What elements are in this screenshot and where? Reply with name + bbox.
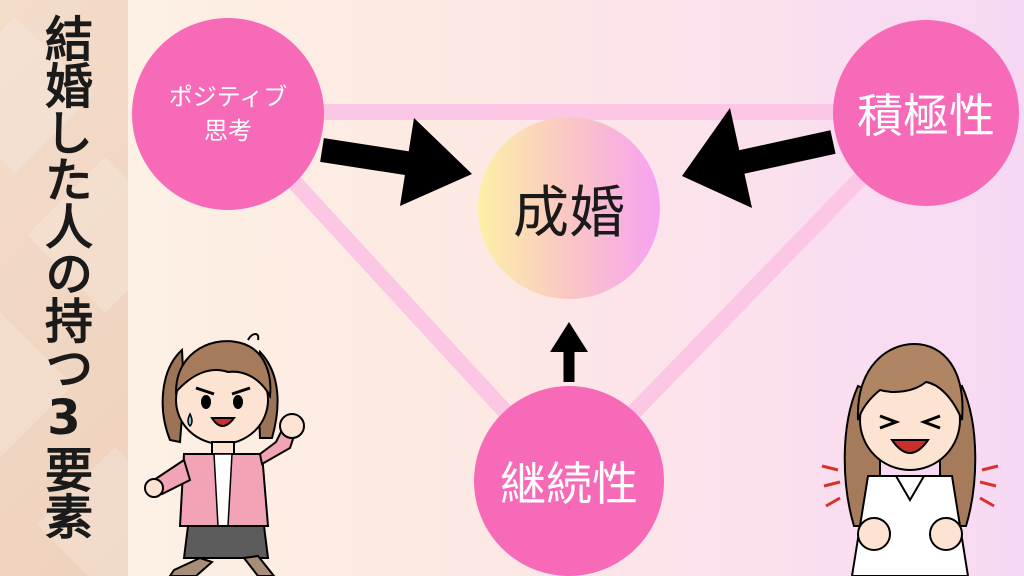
node-positive-line1: ポジティブ (168, 83, 288, 111)
businesswoman-running-icon (144, 333, 305, 576)
node-marriage-label: 成婚 (513, 180, 625, 246)
node-continuity-label: 継続性 (500, 457, 638, 511)
title-sidebar: 結婚した人の持つ3要素 (0, 0, 128, 576)
node-positive-line2: 思考 (204, 117, 252, 145)
node-continuity: 継続性 (474, 386, 664, 576)
arrow-up-to-center (550, 322, 588, 382)
excited-woman-icon (821, 342, 999, 576)
page-title: 結婚した人の持つ3要素 (36, 14, 92, 539)
node-marriage-center: 成婚 (478, 117, 660, 299)
node-activeness: 積極性 (833, 20, 1019, 206)
arrow-left-to-center (320, 118, 472, 206)
node-positive-thinking: ポジティブ 思考 (132, 18, 324, 210)
arrow-right-to-center (682, 108, 836, 208)
node-activeness-label: 積極性 (857, 89, 995, 143)
